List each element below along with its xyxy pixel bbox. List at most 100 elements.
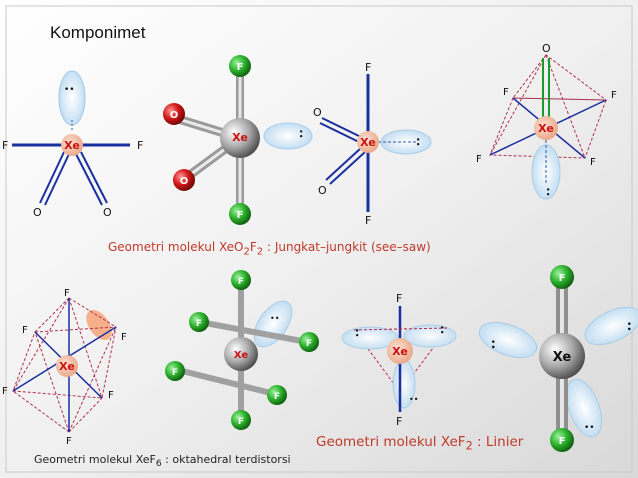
lone-pair-lobe [584, 306, 638, 346]
lone-pair-dots: •• [296, 129, 305, 138]
atom-label-f: F [64, 288, 70, 299]
atom-label-f: F [237, 62, 244, 73]
atom-label-f: F [365, 61, 371, 74]
lone-pair-lobe [263, 122, 313, 150]
atom-label-f: F [237, 210, 244, 221]
caption-see-saw-sub1: 2 [243, 246, 250, 258]
atom-label-f: F [22, 325, 28, 336]
lone-pair-lobe [566, 378, 602, 438]
fluorine-atom [299, 332, 319, 352]
atom-label-o: O [318, 184, 327, 197]
lone-pair-dots: •• [413, 137, 422, 146]
oxygen-atom [163, 103, 185, 125]
lone-pair-dots: •• [270, 314, 279, 323]
xe-label: Xe [553, 350, 572, 365]
lone-pair-dots: •• [584, 423, 595, 433]
fluorine-atom [229, 55, 251, 77]
caption-linear-suffix: : Linier [472, 434, 524, 450]
atom-label-f: F [559, 436, 566, 447]
xe-atom [220, 118, 260, 158]
caption-see-saw-suffix: : Jungkat–jungkit (see–saw) [263, 240, 431, 254]
fluorine-atom [189, 312, 209, 332]
atom-label-f: F [396, 415, 402, 428]
atom-label-o: O [33, 206, 42, 219]
xe-atom [539, 333, 585, 379]
atom-label-f: F [306, 339, 312, 349]
diagram-xeo2f2-pyramid: •• Xe O F F F F [476, 42, 617, 200]
lone-pair-dots: •• [352, 328, 361, 337]
xe-label: Xe [232, 131, 248, 144]
atom-label-o: O [170, 110, 179, 121]
atom-label-f: F [137, 139, 143, 152]
xe-atom [61, 134, 83, 156]
lone-pair-dots: •• [543, 187, 552, 196]
xe-label: Xe [538, 122, 554, 135]
oxygen-atom [173, 169, 195, 191]
xe-label: Xe [392, 345, 408, 358]
lone-pair-dots: •• [437, 325, 446, 334]
lone-pair-lobe [478, 322, 538, 358]
atom-label-f: F [476, 154, 482, 165]
atom-label-o: O [180, 176, 189, 187]
xe-atom [534, 116, 558, 140]
slide-title: Komponimet [50, 23, 146, 42]
atom-label-f: F [611, 90, 617, 101]
xe-atom [224, 337, 258, 371]
caption-octahedral-sub: 6 [155, 458, 162, 470]
atom-label-f: F [2, 139, 8, 152]
lone-pair-dots: •• [409, 395, 418, 404]
fluorine-atom [165, 361, 185, 381]
diagram-xef2-flat: •• •• •• Xe F F [341, 292, 457, 428]
atom-label-f: F [503, 87, 509, 98]
atom-label-o: O [313, 106, 322, 119]
lone-pair-lobe [86, 309, 112, 341]
diagram-xeo2f2-perspective: •• Xe F F O O [313, 61, 432, 227]
fluorine-atom [231, 270, 251, 290]
atom-label-f: F [2, 386, 8, 397]
xe-label: Xe [59, 360, 75, 373]
caption-see-saw: Geometri molekul XeO2F2 : Jungkat–jungki… [108, 240, 431, 257]
lone-pair-dots: •• [64, 85, 75, 95]
lone-pair-dots: •• [487, 339, 497, 350]
atom-label-f: F [196, 319, 202, 329]
diagram-xef2-ballstick: •• •• •• Xe F F [478, 265, 638, 452]
fluorine-atom [231, 410, 251, 430]
caption-octahedral: Geometri molekul XeF6 : oktahedral terdi… [34, 453, 291, 469]
atom-label-f: F [590, 157, 596, 168]
caption-see-saw-prefix: Geometri molekul XeO [108, 240, 244, 254]
xe-label: Xe [360, 136, 376, 149]
lone-pair-lobe [58, 70, 86, 126]
caption-octahedral-prefix: Geometri molekul XeF [34, 453, 156, 466]
caption-see-saw-mid: F [249, 240, 257, 254]
fluorine-atom [229, 203, 251, 225]
xe-atom [357, 131, 379, 153]
atom-label-f: F [396, 292, 402, 305]
diagram-xef6-ballstick: •• Xe F F F F F F [165, 270, 319, 430]
caption-linear-sub: 2 [465, 439, 473, 453]
diagram-xeo2f2-ballstick: •• Xe F F O O [163, 55, 313, 225]
lone-pair-lobe [341, 326, 399, 350]
lone-pair-dots: •• [623, 321, 633, 332]
atom-label-f: F [238, 277, 244, 287]
lone-pair-lobe [403, 324, 457, 348]
atom-label-f: F [365, 214, 371, 227]
atom-label-o: O [542, 42, 551, 55]
xe-atom [387, 338, 413, 364]
atom-label-f: F [238, 417, 244, 427]
xe-atom [56, 355, 78, 377]
fluorine-atom [550, 428, 574, 452]
atom-label-f: F [121, 332, 127, 343]
diagram-xeo2f2-flat: •• Xe F F O O [2, 70, 143, 219]
caption-octahedral-suffix: : oktahedral terdistorsi [161, 453, 291, 466]
atom-label-f: F [66, 436, 72, 447]
diagram-xef6-octahedron: Xe F F F F F F [2, 288, 127, 447]
atom-label-f: F [108, 390, 114, 401]
xe-label: Xe [234, 350, 248, 361]
atom-label-o: O [103, 206, 112, 219]
fluorine-atom [550, 265, 574, 289]
caption-linear-prefix: Geometri molekul XeF [316, 434, 466, 450]
xe-label: Xe [64, 139, 80, 152]
atom-label-f: F [172, 368, 178, 378]
